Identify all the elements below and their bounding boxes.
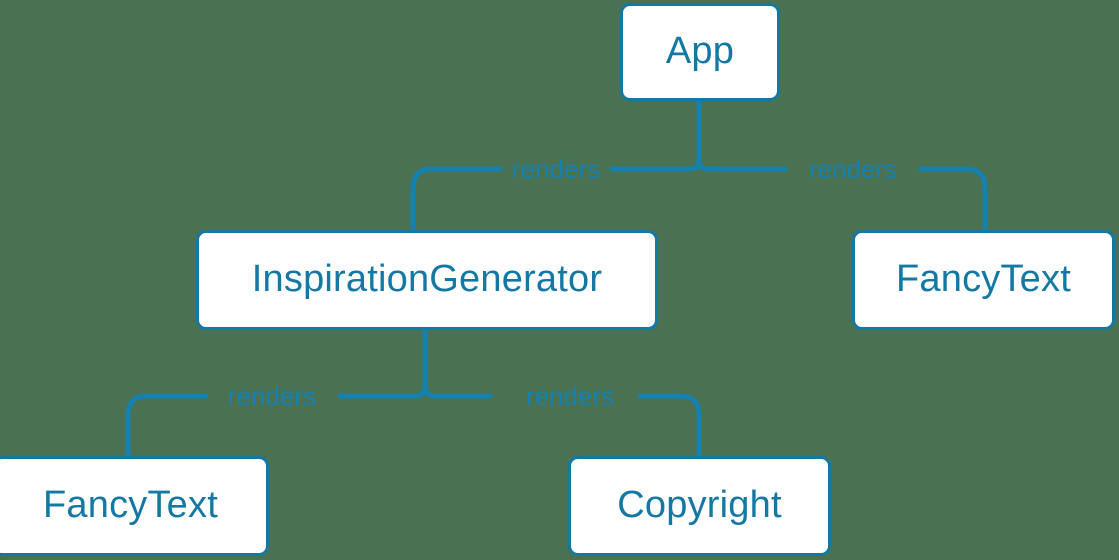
edge-label-app-to-inspiration-generator: renders (511, 154, 601, 184)
node-fancy-text-right-label: FancyText (896, 258, 1071, 300)
edge-app-to-fancy-text-right (696, 157, 988, 233)
edge-label-inspiration-generator-to-fancy-text-left: renders (227, 381, 317, 411)
edge-label-inspiration-generator-to-copyright: renders (525, 381, 615, 411)
node-app-label: App (665, 30, 735, 72)
edge-inspiration-generator-to-copyright (422, 383, 702, 459)
node-inspiration-generator[interactable]: InspirationGenerator (196, 230, 658, 330)
node-copyright[interactable]: Copyright (568, 456, 831, 556)
node-inspiration-generator-label: InspirationGenerator (251, 258, 603, 300)
node-fancy-text-left[interactable]: FancyText (0, 456, 269, 556)
node-fancy-text-left-label: FancyText (43, 484, 218, 526)
node-copyright-label: Copyright (617, 484, 782, 526)
edge-label-app-to-fancy-text-right: renders (808, 154, 898, 184)
node-app[interactable]: App (620, 3, 780, 101)
node-fancy-text-right[interactable]: FancyText (852, 230, 1115, 330)
